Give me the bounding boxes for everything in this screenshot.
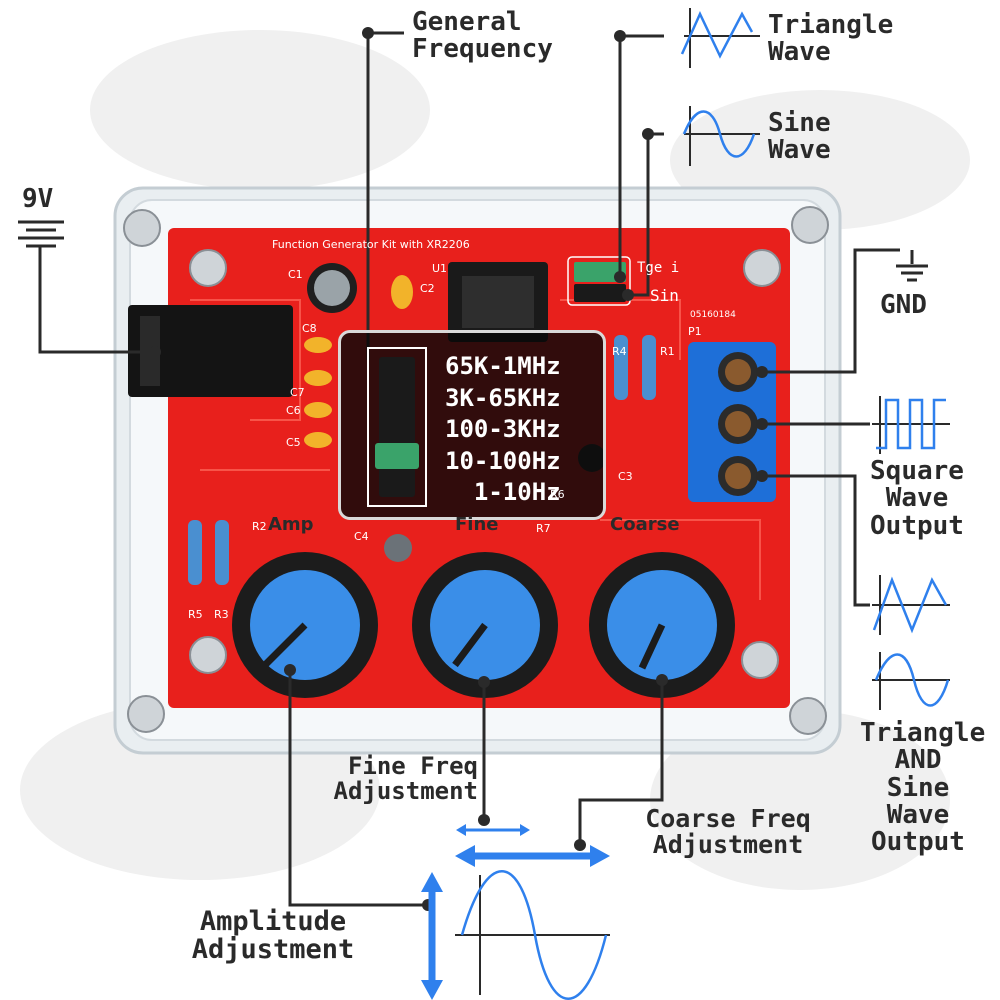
sine-output-icon [872, 652, 950, 710]
board-serial: 05160184 [690, 310, 736, 320]
label-sine-wave-line2: Wave [768, 135, 831, 166]
ground-icon [896, 250, 928, 282]
silk-r5: R5 [188, 608, 203, 621]
silk-r6: R6 [550, 488, 565, 501]
frequency-range-list: 65K-1MHz 3K-65KHz 100-3KHz 10-100Hz 1-10… [445, 351, 561, 509]
silk-c7: C7 [290, 386, 305, 399]
label-sine-wave: Sine Wave [768, 108, 831, 166]
label-square-line3: Output [870, 510, 964, 541]
label-general-frequency-line1: General [412, 7, 522, 37]
label-triangle-wave-line1: Triangle [768, 10, 894, 40]
frequency-range-panel: 65K-1MHz 3K-65KHz 100-3KHz 10-100Hz 1-10… [338, 330, 606, 520]
range-100-3khz: 100-3KHz [445, 415, 561, 443]
silk-r1: R1 [660, 345, 675, 358]
range-10-100hz: 10-100Hz [445, 446, 561, 475]
knob-label-fine: Fine [455, 514, 499, 535]
ceramic-capacitors [304, 275, 413, 448]
label-amplitude: Amplitude Adjustment [176, 906, 370, 966]
label-triangle-wave-line2: Wave [768, 37, 831, 68]
label-coarse-freq-line1: Coarse Freq [645, 804, 811, 833]
sine-wave-icon [682, 106, 760, 166]
knob-label-amp: Amp [268, 514, 314, 535]
fine-freq-arrow-icon [456, 824, 530, 836]
amplitude-sine-icon [455, 870, 610, 1000]
label-square-wave-output: Square Wave Output [862, 456, 972, 541]
resistors [188, 335, 656, 585]
range-65k-1mhz: 65K-1MHz [445, 352, 561, 380]
label-9v: 9V [22, 184, 54, 214]
waveform-jumper [567, 256, 631, 306]
battery-icon [18, 220, 64, 248]
label-ts-line2: AND [894, 745, 942, 776]
waveform-select-sin: Sin [650, 286, 679, 305]
silk-c6: C6 [286, 404, 301, 417]
label-square-line1: Square [870, 456, 964, 486]
coarse-knob[interactable] [589, 552, 735, 698]
screws [123, 206, 829, 735]
label-ts-line1: Triangle [860, 718, 986, 748]
label-triangle-wave: Triangle Wave [768, 10, 894, 68]
silk-c5: C5 [286, 436, 301, 449]
capacitor-c1 [307, 263, 357, 313]
amplitude-arrow-icon [421, 872, 443, 1000]
label-amplitude-line1: Amplitude [199, 906, 347, 937]
coarse-freq-arrow-icon [455, 845, 610, 867]
silk-r2: R2 [252, 520, 267, 533]
label-general-frequency: General Frequency [412, 7, 553, 65]
terminal-block [688, 342, 776, 502]
silk-r7: R7 [536, 522, 551, 535]
silk-u1: U1 [432, 262, 448, 275]
silk-p1: P1 [688, 325, 702, 338]
label-ts-line4: Wave [886, 799, 950, 830]
triangle-wave-icon [680, 8, 760, 68]
label-square-line2: Wave [885, 483, 949, 514]
amp-knob[interactable] [232, 552, 378, 698]
silk-c2: C2 [420, 282, 435, 295]
leader-dots [149, 27, 768, 911]
knob-label-coarse: Coarse [610, 514, 680, 535]
silk-c4: C4 [354, 530, 369, 543]
label-coarse-freq-line2: Adjustment [652, 830, 804, 860]
label-fine-freq: Fine Freq Adjustment [318, 752, 479, 806]
range-jumper-pins [379, 357, 415, 497]
label-ts-line5: Output [871, 827, 965, 858]
range-jumper-selected [375, 443, 419, 469]
square-wave-icon [872, 396, 950, 454]
board-title: Function Generator Kit with XR2206 [272, 238, 470, 251]
label-coarse-freq: Coarse Freq Adjustment [636, 804, 820, 860]
silk-c1: C1 [288, 268, 303, 281]
range-jumper-block [367, 347, 427, 507]
waveform-select-tri: Tge i [637, 260, 680, 276]
label-gnd: GND [880, 290, 927, 320]
range-3k-65khz: 3K-65KHz [445, 383, 561, 412]
label-ts-line3: Sine [886, 772, 950, 803]
silk-r3: R3 [214, 608, 229, 621]
label-triangle-sine-output: Triangle AND Sine Wave Output [860, 718, 986, 858]
range-1-10hz: 1-10Hz [473, 478, 561, 506]
silk-r4: R4 [612, 345, 627, 358]
fine-knob[interactable] [412, 552, 558, 698]
silk-c8: C8 [302, 322, 317, 335]
label-sine-wave-line1: Sine [768, 108, 831, 138]
label-fine-freq-line2: Adjustment [333, 777, 479, 806]
label-general-frequency-line2: Frequency [412, 34, 553, 65]
label-amplitude-line2: Adjustment [191, 934, 355, 966]
triangle-output-icon [872, 575, 950, 635]
capacitor-c4 [384, 534, 412, 562]
silk-c3: C3 [618, 470, 633, 483]
label-fine-freq-line1: Fine Freq [347, 752, 478, 780]
ic-socket [448, 262, 548, 342]
